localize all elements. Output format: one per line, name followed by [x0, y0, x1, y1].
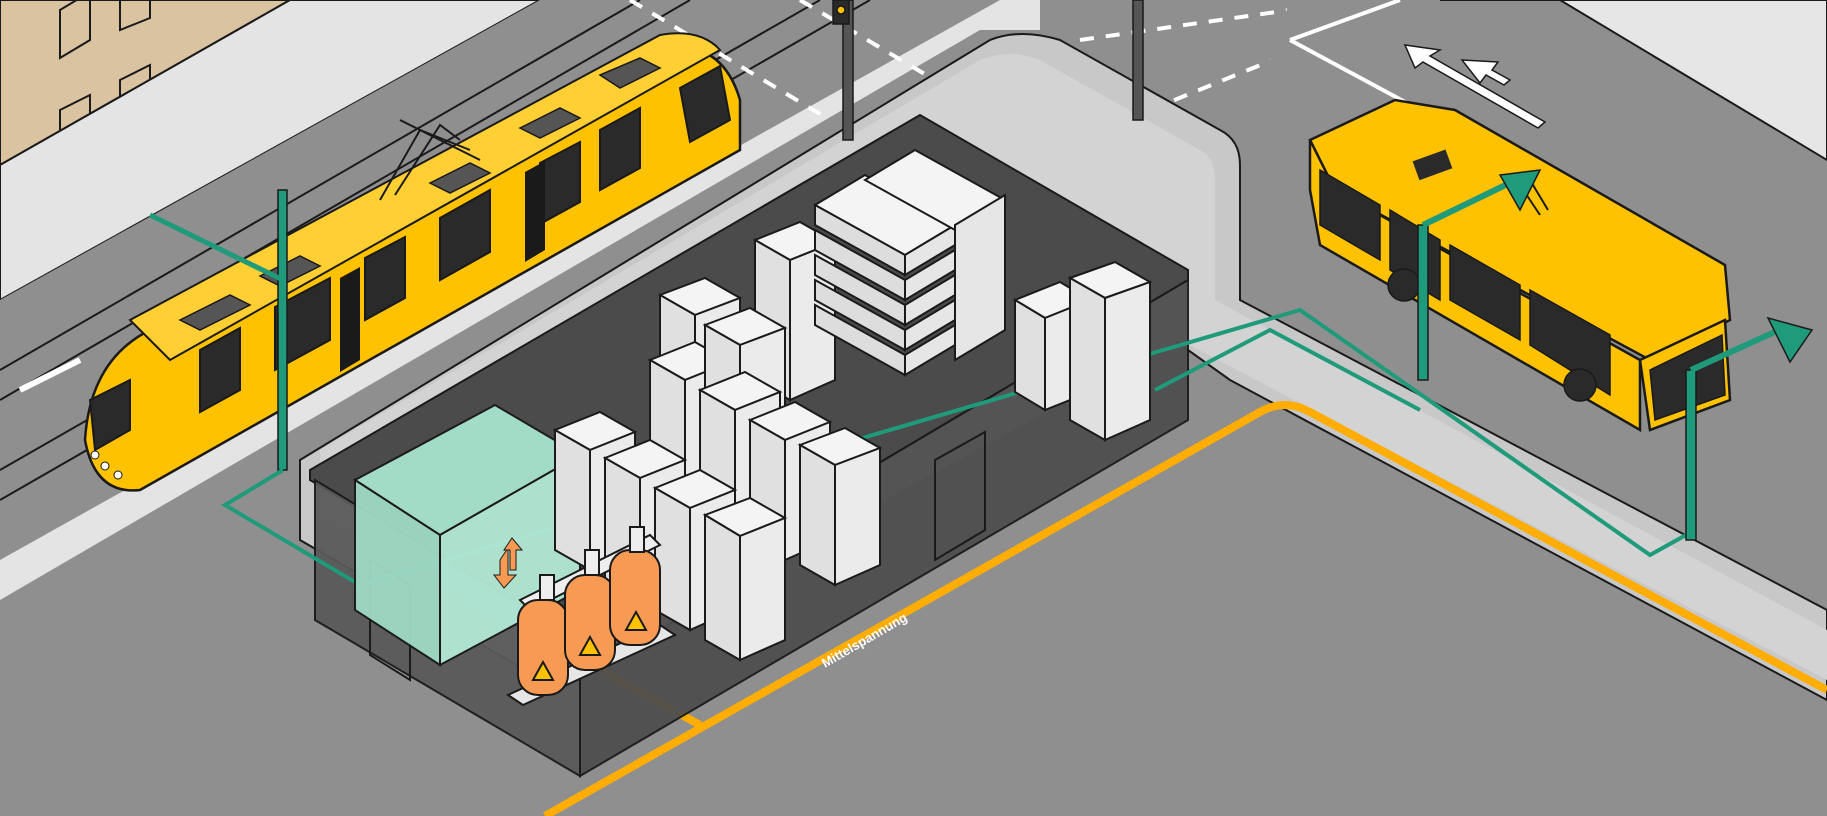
- high-voltage-warning-icon: [531, 609, 648, 681]
- sidewalk-right: [1440, 0, 1827, 162]
- converter-unit: [353, 403, 582, 667]
- up-down-arrows-icon: [492, 537, 524, 589]
- medium-voltage-cable: [543, 401, 1827, 816]
- bus-roof-hatch: [1412, 149, 1453, 181]
- bus-charging-mast-rear: [1417, 169, 1542, 381]
- battery-module: [814, 253, 956, 327]
- bus-charging-mast-front: [1685, 316, 1814, 541]
- bus-lane-markings: [1289, 0, 1421, 112]
- battery-module: [814, 228, 956, 302]
- cabinet: [702, 496, 788, 662]
- dc-feed-cable-to-bus: [1154, 327, 1421, 412]
- battery-module: [814, 278, 956, 352]
- tram-joints: [340, 161, 545, 372]
- lane-arrow-icon: [1403, 44, 1547, 129]
- traffic-light-poles: [832, 0, 1144, 141]
- battery-rack: [813, 148, 1007, 377]
- tram-headlights: [90, 450, 123, 480]
- cabinet: [797, 426, 883, 587]
- transformer-bushings: [539, 526, 645, 601]
- switchgear-cabinets: [552, 220, 1153, 662]
- road-marking-left: [18, 357, 82, 393]
- battery-module: [814, 303, 956, 377]
- bus-wheels: [1387, 268, 1597, 402]
- cabinet: [1067, 260, 1153, 442]
- transformer: [505, 526, 678, 707]
- tram-windows: [88, 64, 732, 452]
- battery-module: [954, 193, 1006, 362]
- lower-plaza: [560, 410, 1827, 816]
- tram-pantograph: [379, 119, 481, 201]
